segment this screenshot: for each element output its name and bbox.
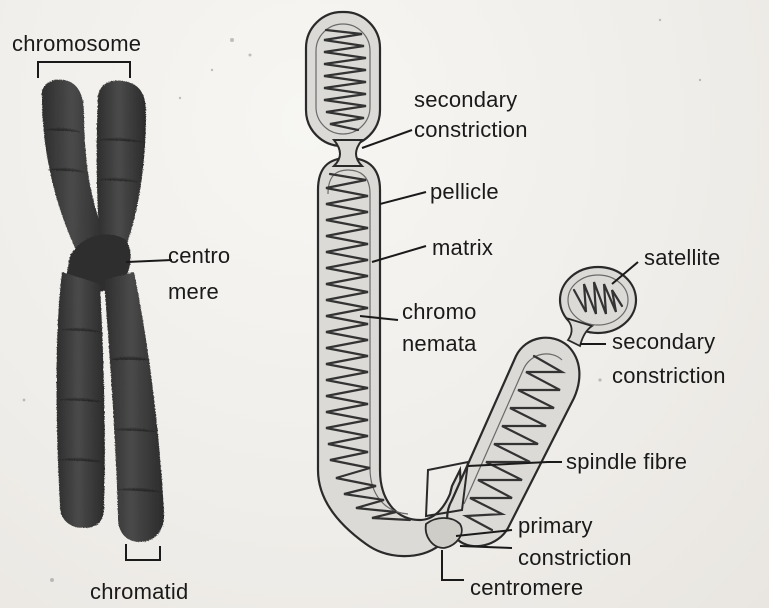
chromosome-bracket	[38, 62, 130, 78]
label-secondary-constriction-right-line2: constriction	[612, 364, 726, 388]
label-chromosome: chromosome	[12, 32, 141, 56]
label-primary-constriction-line1: primary	[518, 514, 593, 538]
label-centromere-left-line1: centro	[168, 244, 230, 268]
chromatid-arm-upper-right	[97, 81, 146, 252]
metaphase-chromosome	[42, 80, 164, 542]
label-centromere-left-line2: mere	[168, 280, 219, 304]
label-secondary-constriction-right-line1: secondary	[612, 330, 715, 354]
leader-pellicle	[380, 192, 426, 204]
label-chromonemata-line1: chromo	[402, 300, 477, 324]
label-centromere-bottom: centromere	[470, 576, 583, 600]
label-matrix: matrix	[432, 236, 493, 260]
centromere-left-leader	[126, 260, 172, 262]
label-chromonemata-line2: nemata	[402, 332, 477, 356]
label-secondary-constriction-top-line1: secondary	[414, 88, 517, 112]
label-secondary-constriction-top-line2: constriction	[414, 118, 528, 142]
label-satellite: satellite	[644, 246, 720, 270]
primary-constriction	[426, 518, 462, 548]
leader-centromere	[442, 550, 464, 580]
leader-primary-constriction-2	[460, 546, 512, 548]
label-primary-constriction-line2: constriction	[518, 546, 632, 570]
secondary-constriction-top	[334, 140, 362, 166]
label-chromatid: chromatid	[90, 580, 188, 604]
chromatid-bracket	[126, 544, 160, 560]
label-pellicle: pellicle	[430, 180, 499, 204]
label-spindle-fibre: spindle fibre	[566, 450, 687, 474]
chromatid-arm-lower-right	[104, 272, 164, 542]
